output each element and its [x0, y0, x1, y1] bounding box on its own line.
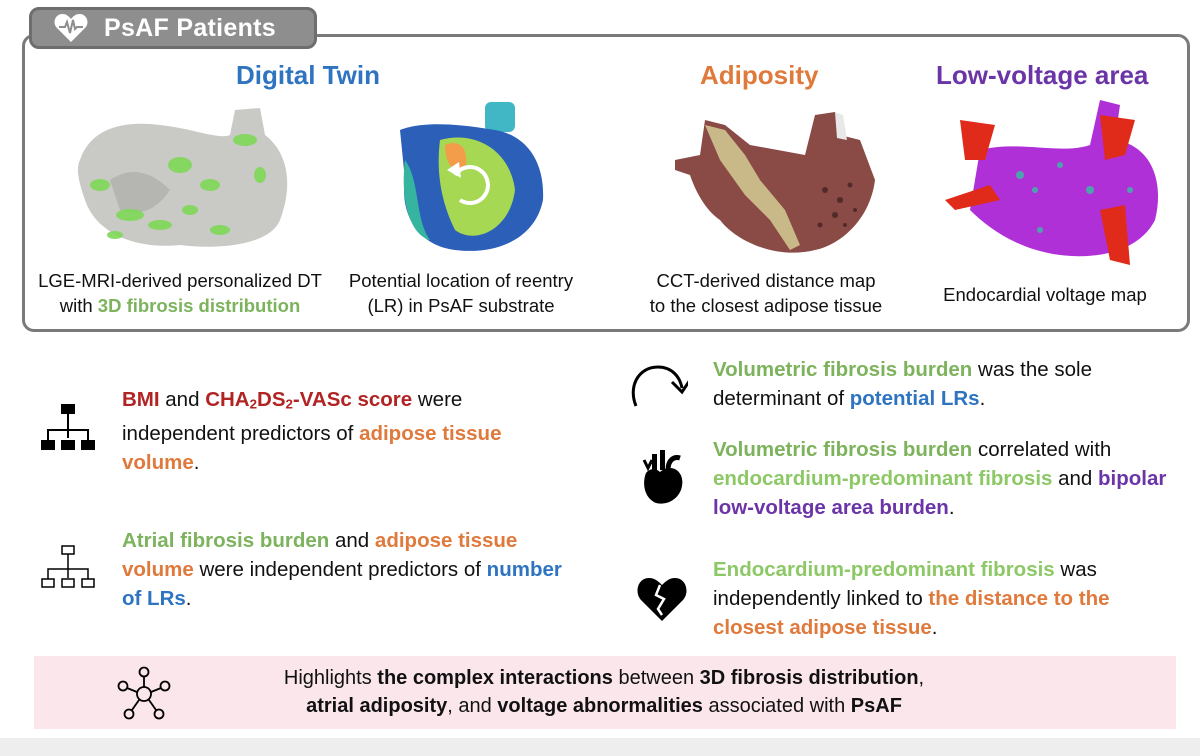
- voltage-caption: Endocardial voltage map: [943, 284, 1147, 305]
- adiposity-distance-map-image: [675, 112, 875, 253]
- reentry-caption: Potential location of reentry (LR) in Ps…: [348, 270, 574, 316]
- bottom-strip: [0, 738, 1200, 756]
- patients-frame: [22, 34, 1190, 332]
- network-icon: [117, 666, 171, 720]
- conclusion-banner: Highlights the complex interactions betw…: [34, 656, 1176, 729]
- fibrosis-dt-model-image: [77, 108, 288, 247]
- finding-volumetric-correlation: Volumetric fibrosis burden correlated wi…: [713, 438, 1167, 519]
- adipose-caption: CCT-derived distance map to the closest …: [649, 270, 883, 316]
- finding-endocardium-adipose-distance: Endocardium-predominant fibrosis was ind…: [713, 558, 1110, 639]
- hierarchy-outline-icon: [41, 545, 95, 588]
- digital-twin-title: Digital Twin: [236, 60, 380, 90]
- circular-arrow-icon: [631, 365, 688, 407]
- psaf-patients-tag: PsAF Patients: [29, 7, 317, 49]
- adiposity-title: Adiposity: [700, 60, 819, 90]
- finding-volumetric-sole-determinant: Volumetric fibrosis burden was the sole …: [713, 358, 1092, 410]
- finding-fibrosis-adipose-lrs: Atrial fibrosis burden and adipose tissu…: [122, 529, 562, 610]
- broken-heart-icon: [637, 578, 687, 621]
- heart-pulse-icon: [54, 14, 88, 42]
- conclusion-text: Highlights the complex interactions betw…: [283, 667, 925, 717]
- hierarchy-filled-icon: [41, 404, 95, 450]
- fibrosis-caption: LGE-MRI-derived personalized DT with 3D …: [38, 270, 322, 316]
- low-voltage-title: Low-voltage area: [936, 60, 1149, 90]
- tag-label: PsAF Patients: [104, 13, 277, 42]
- voltage-map-image: [945, 100, 1159, 265]
- reentry-map-image: [400, 102, 544, 251]
- anatomical-heart-icon: [642, 450, 683, 504]
- finding-bmi-chads: BMI and CHA2DS2-VASc score were independ…: [122, 388, 502, 474]
